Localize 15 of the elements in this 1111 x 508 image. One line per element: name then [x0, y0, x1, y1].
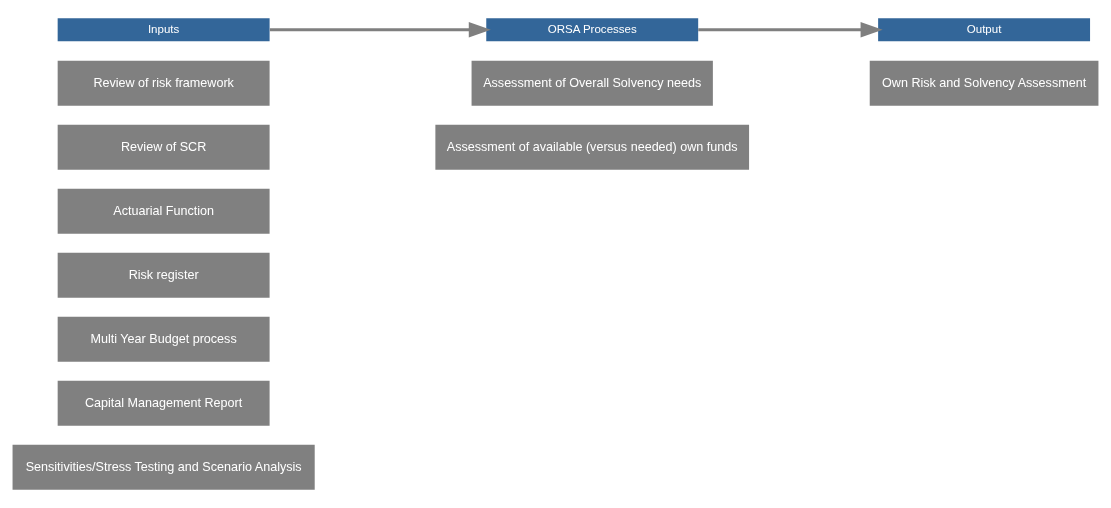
node-box: Capital Management Report	[57, 380, 270, 426]
arrow	[698, 22, 883, 38]
node-box: Assessment of Overall Solvency needs	[471, 60, 713, 106]
node-box: Multi Year Budget process	[57, 316, 270, 362]
node-box: Sensitivities/Stress Testing and Scenario Analysis	[12, 444, 315, 490]
arrow	[269, 22, 491, 38]
node-box: Review of risk framework	[57, 60, 270, 106]
node-box: Assessment of available (versus needed) own funds	[435, 124, 750, 170]
node-box: Output	[878, 18, 1091, 42]
node-box: Review of SCR	[57, 124, 270, 170]
node-box: Own Risk and Solvency Assessment	[869, 60, 1099, 106]
node-box: Inputs	[57, 18, 270, 42]
node-box: Actuarial Function	[57, 188, 270, 234]
node-box: ORSA Processes	[486, 18, 699, 42]
node-box: Risk register	[57, 252, 270, 298]
